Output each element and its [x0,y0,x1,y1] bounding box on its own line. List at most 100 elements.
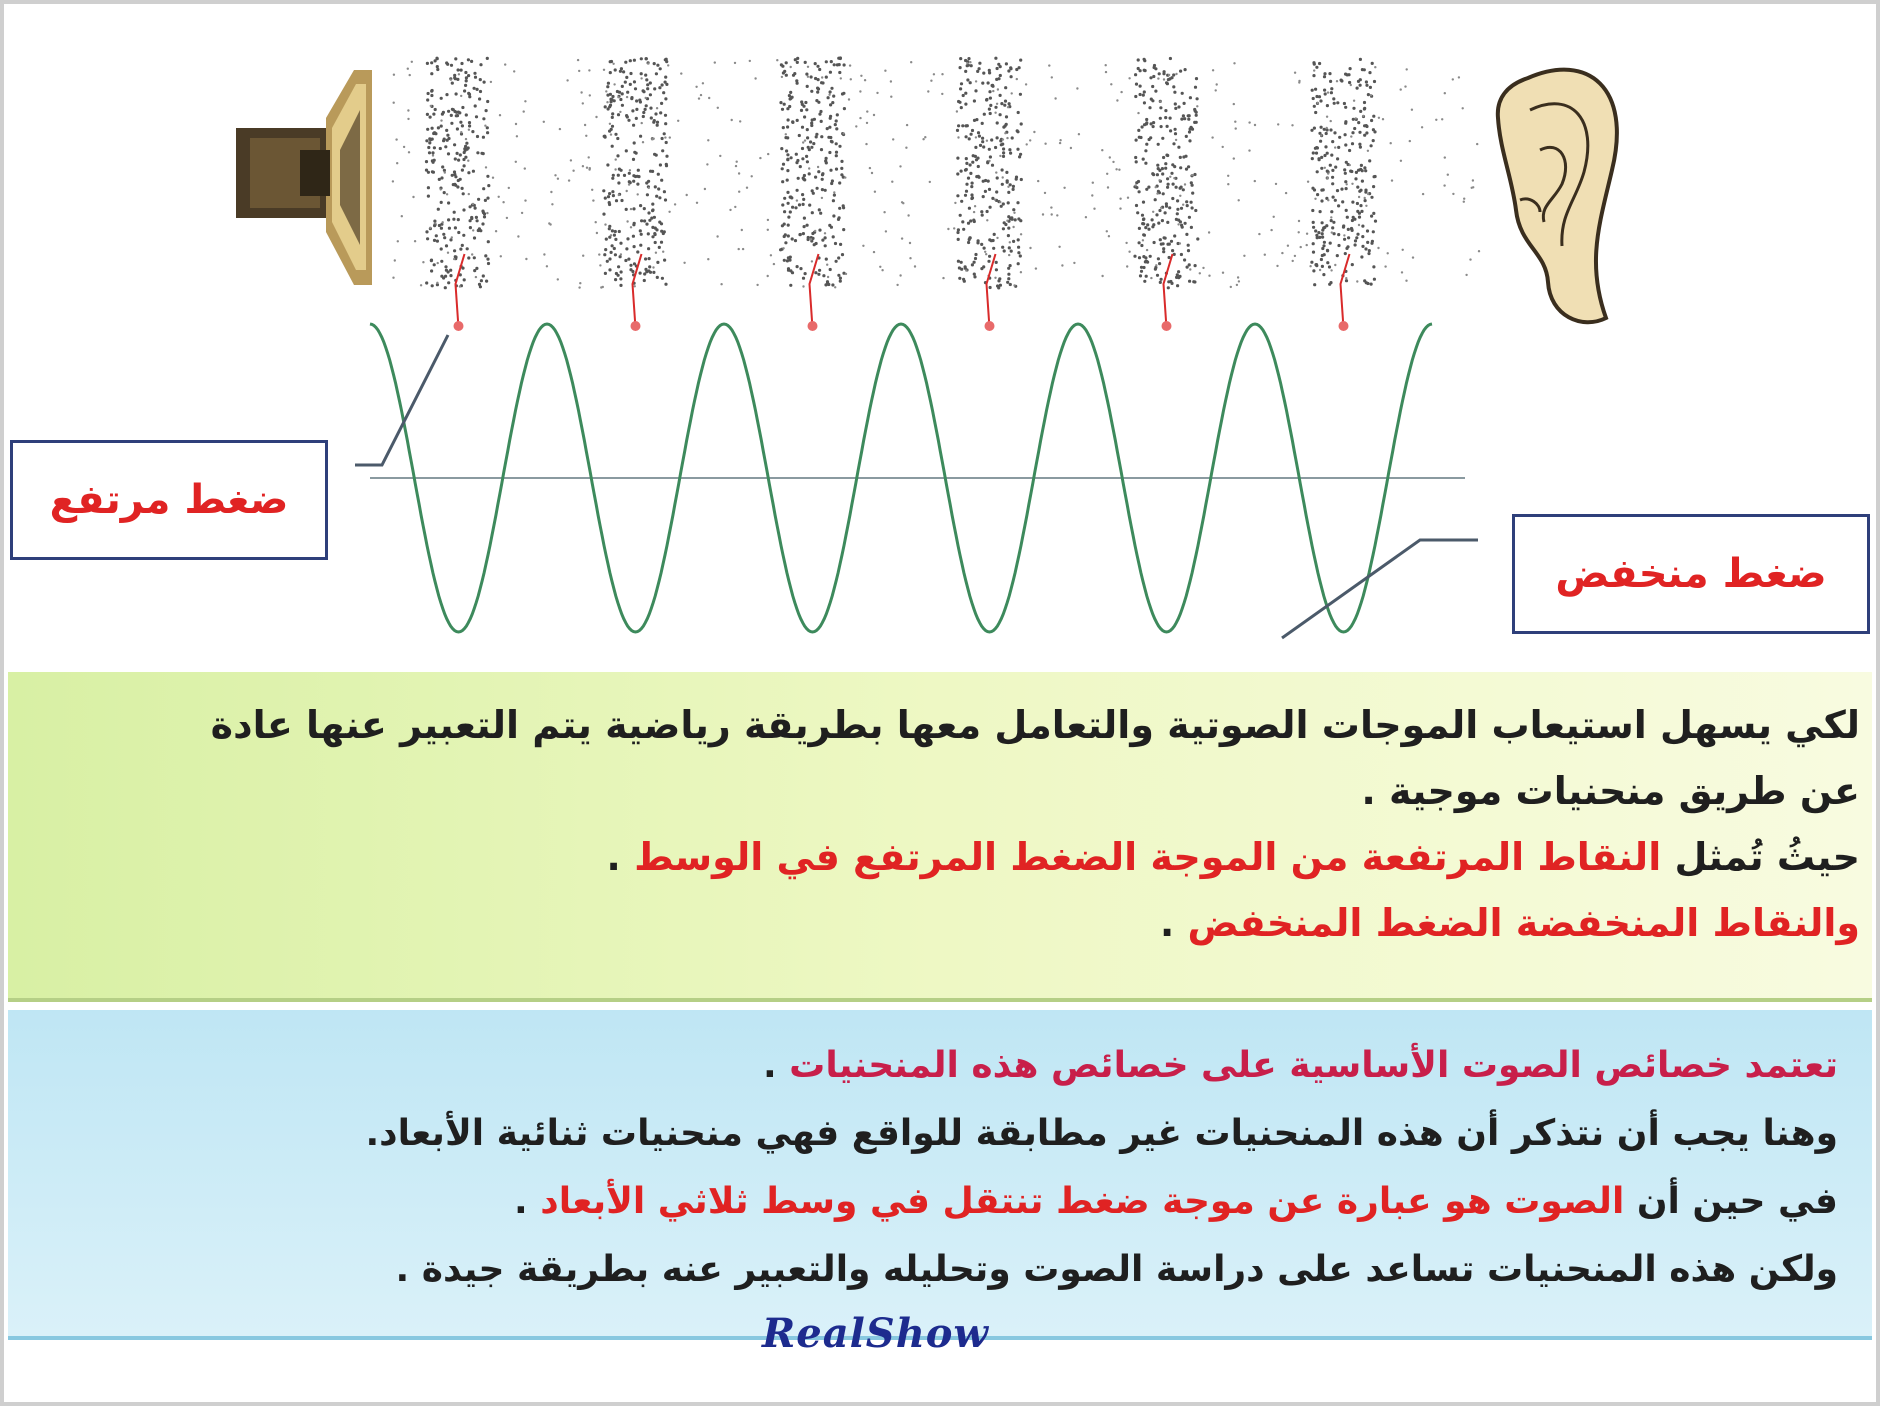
particle [991,196,995,200]
particle [741,247,745,251]
particle [460,168,464,172]
particle [806,75,810,78]
particle [1193,264,1197,268]
particle [1320,134,1323,137]
particle [1325,128,1329,132]
particle [800,102,804,106]
particle [1325,224,1329,228]
particle [713,61,716,64]
particle [588,94,591,97]
particle [1355,236,1359,240]
particle [974,158,979,162]
particle [1119,197,1122,200]
particle [456,77,460,81]
particle [699,93,703,97]
particle [1362,114,1365,118]
particle [608,257,612,261]
particle [644,73,648,77]
particle [780,224,785,228]
particle [801,193,805,197]
particle [449,274,453,278]
particle [1372,277,1376,281]
particle [668,136,671,139]
particle [976,131,981,135]
particle [961,220,965,224]
particle [859,116,862,120]
particle [1235,283,1239,287]
particle [969,219,973,223]
particle [1243,254,1246,257]
particle [514,122,518,126]
particle [599,264,602,267]
particle [970,185,974,189]
particle [1010,216,1014,220]
high-pressure-text: ضغط مرتفع [49,477,289,523]
particle [1125,241,1128,245]
particle [988,111,992,116]
particle [447,226,451,230]
particle [788,210,792,214]
particle [793,72,797,76]
particle [786,107,790,111]
particle [598,253,601,256]
particle [487,184,491,188]
particle [407,117,410,121]
particle [1358,145,1362,149]
particle [407,109,410,112]
particle [460,243,464,247]
particle [1404,85,1407,88]
particle [783,210,787,214]
particle [660,136,664,141]
particle [1443,184,1446,187]
particle [832,94,836,98]
particle [452,170,457,174]
particle [958,66,962,70]
particle [966,176,971,180]
particle [1328,72,1332,76]
particle [1164,109,1168,113]
particle [1029,139,1032,142]
particle [1149,97,1153,101]
particle [776,59,779,62]
particle [619,110,622,114]
particle [1177,276,1181,280]
particle [467,256,471,260]
particle [973,275,977,279]
particle [1134,73,1138,77]
particle [1187,263,1191,267]
particle [1322,75,1327,79]
particle [786,157,790,161]
particle [604,223,607,226]
particle [1198,272,1202,275]
particle [614,158,617,161]
particle [461,266,465,270]
particle [1056,214,1059,217]
particle [444,244,449,248]
particle [1158,238,1162,242]
particle [987,68,991,72]
particle [658,86,662,90]
particle [831,283,835,287]
particle [734,164,738,168]
particle [636,168,640,172]
particle [964,189,969,193]
particle [647,269,651,273]
particle [1343,133,1347,137]
particle [1150,218,1154,222]
particle [1136,66,1140,71]
particle [456,185,460,189]
particle [907,214,910,217]
particle [954,201,957,205]
particle [657,187,661,191]
particle [645,222,649,226]
particle [632,245,636,249]
particle [610,98,614,102]
particle [1157,72,1161,76]
particle [1333,131,1337,135]
particle [1326,91,1330,94]
particle [545,265,549,268]
particle [968,163,972,167]
particle [629,71,633,76]
particle [485,56,489,61]
particle [1126,196,1130,199]
